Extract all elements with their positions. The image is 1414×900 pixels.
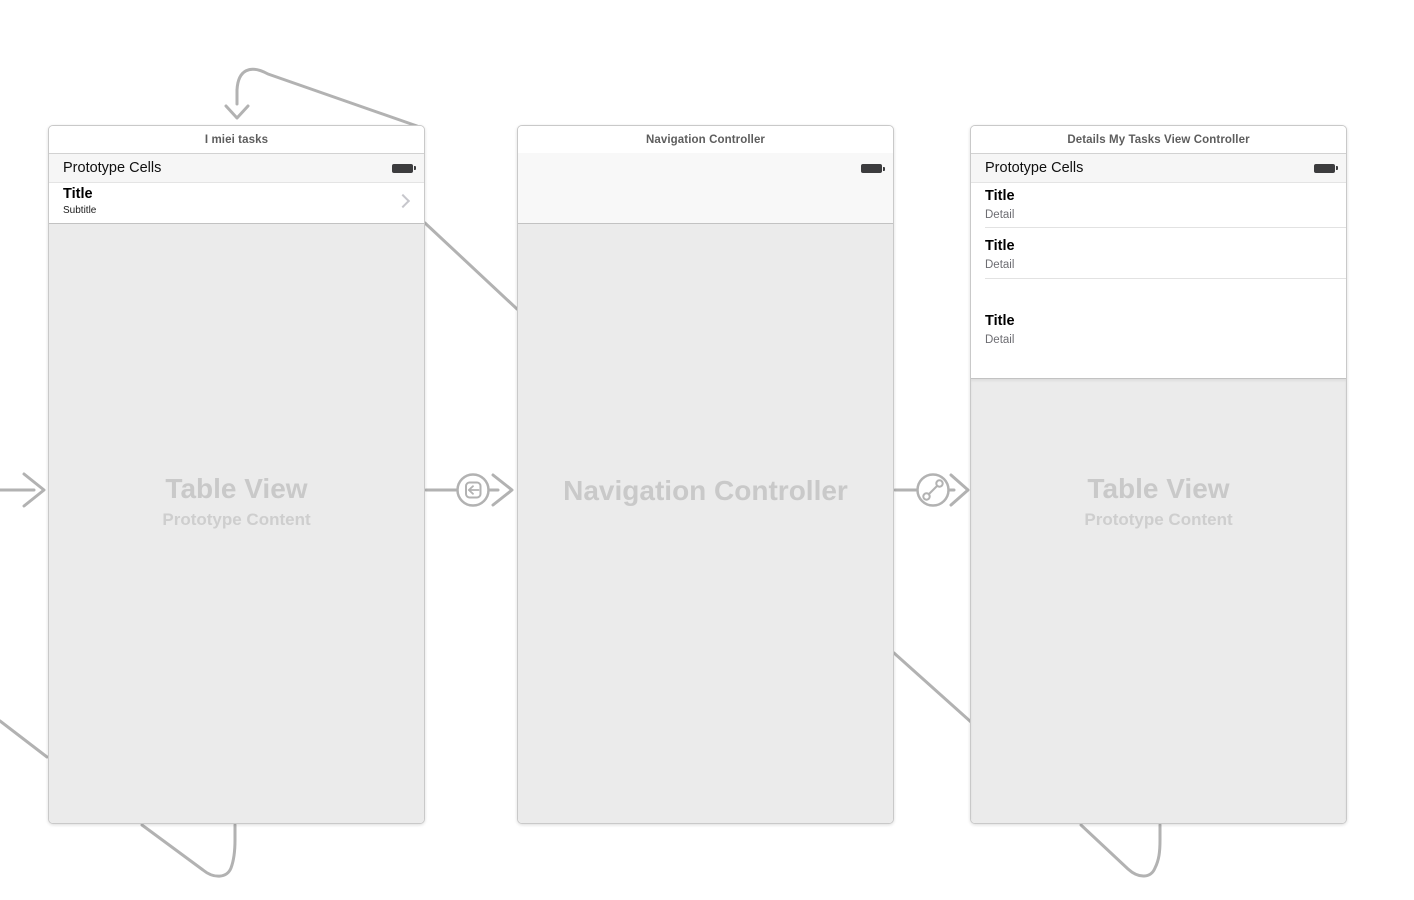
scene-title: Details My Tasks View Controller (1067, 133, 1250, 146)
segue-wire-top-loop[interactable] (224, 67, 419, 128)
navigation-bar[interactable] (518, 153, 893, 223)
placeholder-title: Navigation Controller (563, 475, 848, 506)
scene-details-my-tasks-view-controller[interactable]: Details My Tasks View Controller Prototy… (970, 125, 1347, 824)
relationship-segue-icon (922, 479, 944, 501)
segue-wire-diagonal-2[interactable] (892, 651, 973, 724)
scene-navigation-controller[interactable]: Navigation Controller Navigation Control… (517, 125, 894, 824)
scene-title: Navigation Controller (645, 133, 766, 146)
navigation-controller-placeholder: Navigation Controller (518, 476, 893, 506)
battery-icon (1314, 163, 1338, 173)
table-cell[interactable]: Title Detail (971, 181, 1346, 228)
table-cell[interactable]: Title Detail (971, 311, 1346, 358)
prototype-cells-label: Prototype Cells (63, 160, 162, 176)
scene-title-bar[interactable]: Navigation Controller (518, 126, 893, 154)
cell-title: Title (985, 188, 1015, 204)
initial-view-controller-arrow[interactable] (0, 472, 46, 508)
scene-title-bar[interactable]: I miei tasks (49, 126, 424, 154)
scene-title-bar[interactable]: Details My Tasks View Controller (971, 126, 1346, 154)
cell-detail: Detail (985, 334, 1015, 346)
segue-wire-bottom-loop-1[interactable] (140, 823, 237, 878)
placeholder-title: Table View (165, 473, 308, 504)
navigation-controller-background[interactable] (518, 223, 893, 823)
scene-title: I miei tasks (204, 133, 269, 146)
placeholder-subtitle: Prototype Content (162, 510, 311, 529)
placeholder-subtitle: Prototype Content (1084, 510, 1233, 529)
cell-title: Title (985, 313, 1015, 329)
table-view-background[interactable] (49, 223, 424, 823)
show-segue-icon (465, 481, 482, 499)
table-cell[interactable]: Title Detail (971, 228, 1346, 279)
segue-wire-diagonal-1[interactable] (423, 221, 519, 311)
cell-title: Title (63, 186, 93, 202)
table-view-background[interactable] (971, 378, 1346, 823)
prototype-cells-section[interactable]: Prototype Cells (49, 154, 424, 183)
scene-my-tasks-table-view-controller[interactable]: I miei tasks Prototype Cells Title Subti… (48, 125, 425, 824)
prototype-cells-section[interactable]: Prototype Cells (971, 154, 1346, 183)
segue-wire-bottom-loop-2[interactable] (1079, 823, 1162, 878)
battery-icon (392, 163, 416, 173)
cell-detail: Detail (985, 209, 1015, 221)
table-view-placeholder: Table View Prototype Content (971, 473, 1346, 530)
cell-subtitle: Subtitle (63, 205, 97, 216)
segue-wire-nav-to-details[interactable] (893, 473, 970, 507)
table-cell[interactable]: Title Subtitle (49, 181, 424, 223)
table-view-placeholder: Table View Prototype Content (49, 473, 424, 530)
segue-wire-tasks-to-nav[interactable] (424, 473, 514, 507)
segue-wire-left-diagonal[interactable] (0, 719, 49, 759)
placeholder-title: Table View (1087, 473, 1230, 504)
battery-icon (861, 164, 885, 173)
prototype-cells-label: Prototype Cells (985, 160, 1084, 176)
cell-title: Title (985, 238, 1015, 254)
cell-detail: Detail (985, 259, 1015, 271)
